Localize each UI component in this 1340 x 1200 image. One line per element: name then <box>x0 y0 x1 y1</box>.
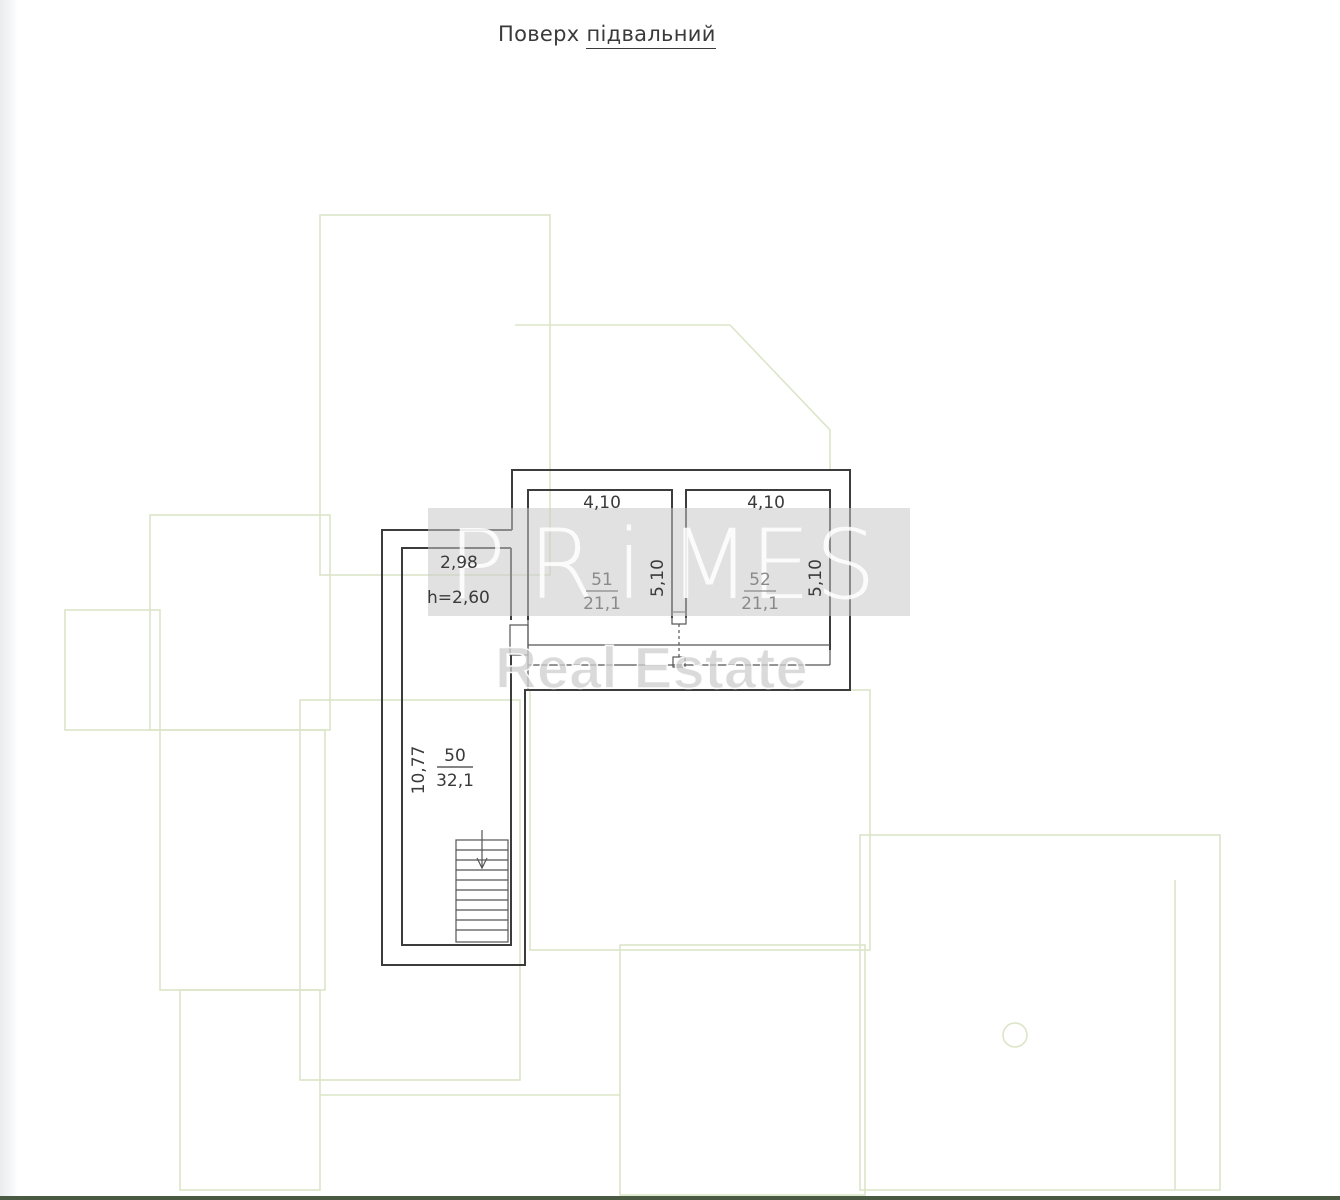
room-50: 2,98 h=2,60 10,77 50 32,1 <box>409 553 490 794</box>
room-51-number: 51 <box>591 570 613 590</box>
room-51-area: 21,1 <box>583 594 621 614</box>
watermark: P R i M E S Real Estate <box>428 508 910 702</box>
watermark-subtitle: Real Estate <box>495 636 808 701</box>
watermark-letter: M <box>668 509 751 621</box>
door-room-50 <box>509 624 529 656</box>
ghost-upper-floor-plan <box>64 214 1221 1196</box>
watermark-box <box>428 508 910 616</box>
scan-page-edge <box>0 0 18 1200</box>
floor-title-underlined-word: підвальний <box>586 22 716 49</box>
room-52: 4,10 52 21,1 5,10 <box>741 493 826 614</box>
room-50-area: 32,1 <box>436 771 474 791</box>
watermark-letter: E <box>750 509 811 621</box>
room-52-area: 21,1 <box>741 594 779 614</box>
room-50-number: 50 <box>444 746 466 766</box>
room-52-width: 4,10 <box>747 493 785 513</box>
room-52-length: 5,10 <box>806 559 826 597</box>
floor-title-word: Поверх <box>498 22 580 46</box>
room-51-width: 4,10 <box>583 493 621 513</box>
room-52-number: 52 <box>749 570 771 590</box>
staircase <box>455 830 509 943</box>
outer-wall <box>381 469 851 966</box>
watermark-letter: S <box>815 509 876 621</box>
scan-bottom-edge <box>0 1196 1340 1200</box>
watermark-letter: P <box>448 509 506 621</box>
room-50-height: h=2,60 <box>427 588 490 608</box>
watermark-letter: R <box>528 509 595 621</box>
room-50-length: 10,77 <box>409 746 429 795</box>
watermark-letter: i <box>616 509 643 621</box>
room-51: 4,10 51 21,1 5,10 <box>583 493 668 614</box>
floor-title: Поверх підвальний <box>498 22 716 49</box>
room-51-length: 5,10 <box>648 559 668 597</box>
room-50-width: 2,98 <box>440 553 478 573</box>
